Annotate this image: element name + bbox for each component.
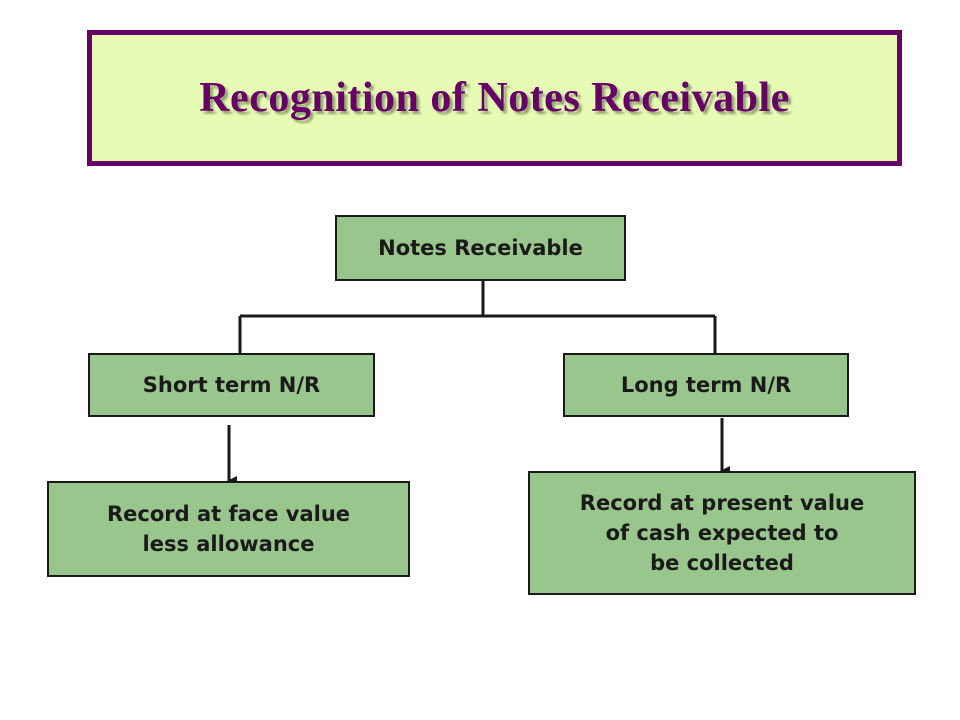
long-term-label: Long term N/R [620, 373, 792, 397]
short-term-node: Short term N/R [88, 353, 375, 417]
present-value-text: Record at present value of cash expected… [579, 491, 865, 575]
slide-title: Recognition of Notes Receivable [199, 75, 790, 121]
root-node-label: Notes Receivable [378, 236, 583, 260]
face-value-node: Record at face value less allowance [47, 481, 410, 577]
long-term-node: Long term N/R [563, 353, 849, 417]
title-banner: Recognition of Notes Receivable [87, 30, 902, 166]
root-node: Notes Receivable [335, 215, 626, 281]
present-value-node: Record at present value of cash expected… [528, 471, 916, 595]
face-value-text: Record at face value less allowance [106, 502, 351, 556]
short-term-label: Short term N/R [142, 373, 321, 397]
